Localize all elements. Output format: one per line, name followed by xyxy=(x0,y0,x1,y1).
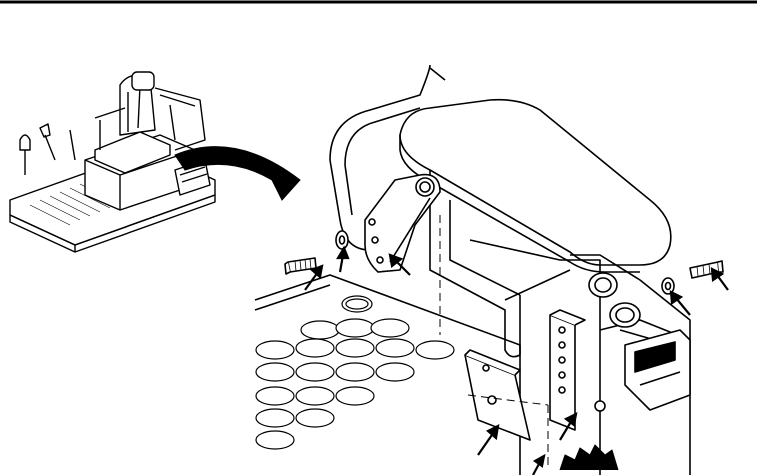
callout-arrow-icon xyxy=(559,412,578,441)
vertical-bracket xyxy=(549,309,586,431)
callout-arrow-icon xyxy=(532,453,546,475)
callout-arrow-icon xyxy=(477,424,500,456)
left-washer xyxy=(335,230,349,250)
main-detail-view xyxy=(254,64,724,475)
callout-arrow-icon xyxy=(304,264,324,291)
reference-arrow-icon xyxy=(174,146,301,201)
lower-bracket xyxy=(464,349,531,441)
callout-arrow-icon xyxy=(388,253,411,276)
callout-arrows xyxy=(304,245,729,475)
upper-bracket xyxy=(364,173,441,273)
floor-perforations xyxy=(255,295,455,450)
seat-assembly-inset xyxy=(9,71,216,253)
left-screw xyxy=(284,257,317,275)
callout-arrow-icon xyxy=(669,290,691,316)
callout-arrow-icon xyxy=(710,267,729,291)
callout-arrow-icon xyxy=(336,245,350,273)
right-washer xyxy=(661,277,675,295)
